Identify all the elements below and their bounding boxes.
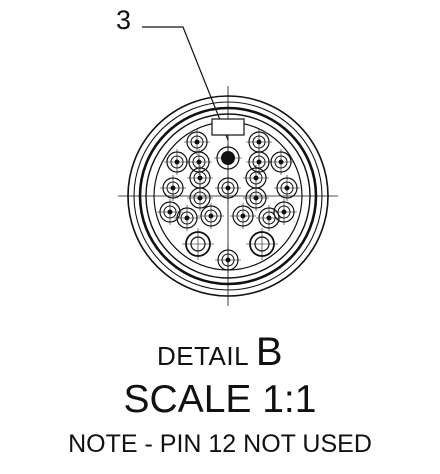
pin-socket	[243, 185, 269, 211]
pin-socket	[256, 205, 282, 231]
pin-insert	[157, 118, 300, 273]
pin-socket	[184, 129, 210, 155]
pin-socket	[268, 149, 294, 175]
pin-solid	[214, 144, 242, 172]
detail-prefix: DETAIL	[156, 341, 249, 371]
pin-socket	[198, 203, 224, 229]
pin-socket	[230, 203, 256, 229]
callout-leader-line	[142, 26, 229, 141]
pin-socket	[160, 175, 186, 201]
pin-large	[182, 228, 214, 260]
detail-letter: B	[255, 330, 284, 374]
detail-title: DETAIL B	[0, 330, 440, 375]
pin-key-marker	[211, 118, 245, 136]
pin-socket	[215, 175, 241, 201]
callout-number: 3	[116, 5, 132, 35]
pin-socket	[274, 175, 300, 201]
pin-socket	[157, 199, 183, 225]
pin-socket	[215, 247, 241, 273]
note-text: NOTE - PIN 12 NOT USED	[68, 430, 372, 458]
pin-socket	[187, 185, 213, 211]
pin-large	[246, 228, 278, 260]
pin-socket	[174, 205, 200, 231]
pin-socket	[186, 149, 212, 175]
scale-label: SCALE 1:1	[123, 378, 317, 421]
pin-socket	[271, 199, 297, 225]
